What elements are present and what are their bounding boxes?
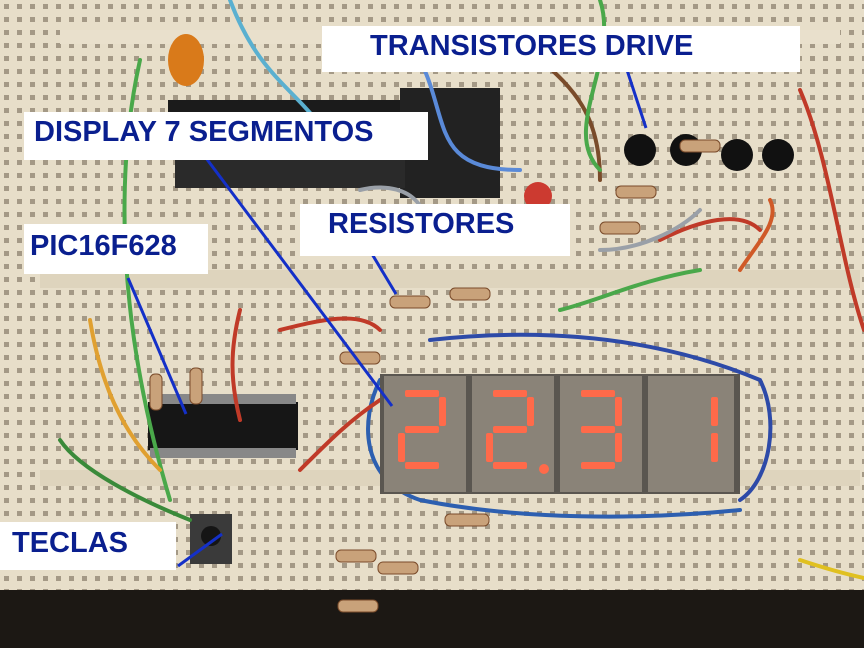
lit-segment xyxy=(493,426,527,433)
lit-segment xyxy=(405,462,439,469)
lit-segment xyxy=(581,390,615,397)
pointer-display xyxy=(204,157,394,407)
label-transistores-drive: TRANSISTORES DRIVE xyxy=(322,26,800,72)
lit-segment xyxy=(581,426,615,433)
lit-segment xyxy=(398,433,405,462)
pointer-pic xyxy=(126,277,188,415)
seven-segment-display xyxy=(380,374,740,494)
lit-segment xyxy=(405,426,439,433)
lit-segment xyxy=(615,433,622,462)
decimal-point xyxy=(539,464,549,474)
lit-segment xyxy=(439,397,446,426)
lit-segment xyxy=(493,462,527,469)
label-display-7-segmentos: DISPLAY 7 SEGMENTOS xyxy=(24,112,428,160)
push-button xyxy=(190,514,232,564)
display-segments xyxy=(398,390,718,474)
annotation-pointers xyxy=(126,69,648,568)
lit-segment xyxy=(711,397,718,426)
lit-segment xyxy=(493,390,527,397)
lit-segment xyxy=(615,397,622,426)
lit-segment xyxy=(486,433,493,462)
pointer-transistores xyxy=(625,69,648,129)
pic-chip xyxy=(148,394,298,458)
lit-segment xyxy=(527,397,534,426)
capacitor xyxy=(168,34,204,86)
lit-segment xyxy=(581,462,615,469)
pointer-resistores xyxy=(370,253,398,295)
label-pic16f628: PIC16F628 xyxy=(24,224,208,274)
lit-segment xyxy=(405,390,439,397)
label-resistores: RESISTORES xyxy=(300,204,570,256)
pointer-teclas xyxy=(177,532,223,568)
led xyxy=(524,182,552,210)
resistors xyxy=(149,139,721,613)
lit-segment xyxy=(711,433,718,462)
label-teclas: TECLAS xyxy=(0,522,176,570)
transistors xyxy=(624,134,794,171)
